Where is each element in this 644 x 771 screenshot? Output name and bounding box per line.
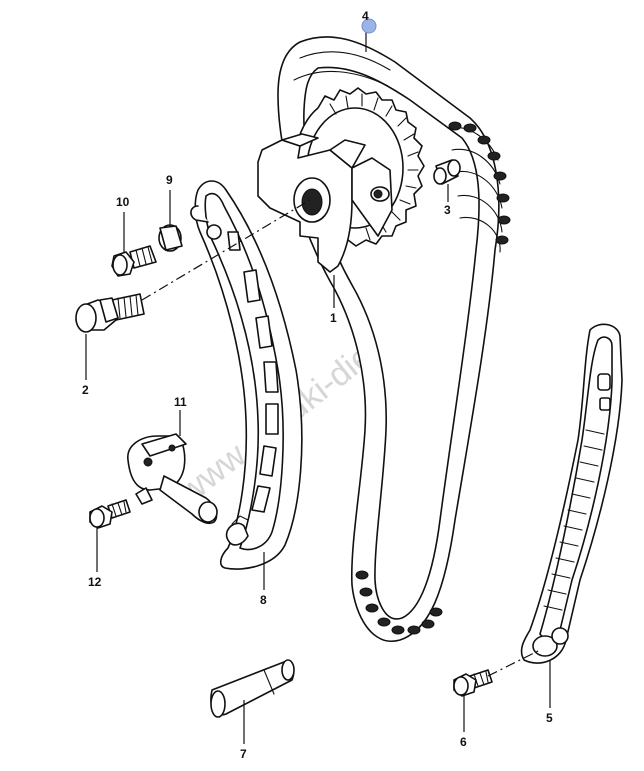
chain-links-bottom bbox=[355, 570, 443, 635]
guide-pin[interactable] bbox=[210, 659, 295, 718]
dowel-pin[interactable] bbox=[433, 159, 461, 185]
washer-9[interactable] bbox=[158, 224, 183, 252]
bolt-2[interactable] bbox=[75, 293, 145, 333]
chain-guide[interactable] bbox=[520, 323, 623, 664]
camshaft-sprocket[interactable] bbox=[257, 87, 425, 273]
callout-5[interactable]: 5 bbox=[546, 711, 553, 725]
callout-10[interactable]: 10 bbox=[116, 195, 130, 209]
leader-lines bbox=[85, 25, 551, 744]
callout-9[interactable]: 9 bbox=[166, 173, 173, 187]
chain-tensioner[interactable] bbox=[190, 180, 303, 570]
callout-3[interactable]: 3 bbox=[444, 203, 451, 217]
callout-11[interactable]: 11 bbox=[174, 395, 187, 409]
chain-links-right bbox=[447, 121, 511, 253]
bolt-6[interactable] bbox=[453, 669, 493, 697]
callout-12[interactable]: 12 bbox=[88, 575, 102, 589]
highlight-marker bbox=[361, 18, 377, 34]
callout-2[interactable]: 2 bbox=[82, 383, 89, 397]
bolt-12[interactable] bbox=[89, 499, 131, 529]
bolt-10[interactable] bbox=[111, 245, 157, 277]
callout-6[interactable]: 6 bbox=[460, 735, 467, 749]
callout-8[interactable]: 8 bbox=[260, 593, 267, 607]
callout-7[interactable]: 7 bbox=[240, 747, 247, 761]
callout-1[interactable]: 1 bbox=[330, 311, 337, 325]
callout-labels: 4 1 3 9 10 2 11 12 8 5 6 7 bbox=[82, 9, 553, 761]
callout-4[interactable]: 4 bbox=[362, 9, 369, 23]
tensioner-plunger[interactable] bbox=[127, 433, 218, 525]
